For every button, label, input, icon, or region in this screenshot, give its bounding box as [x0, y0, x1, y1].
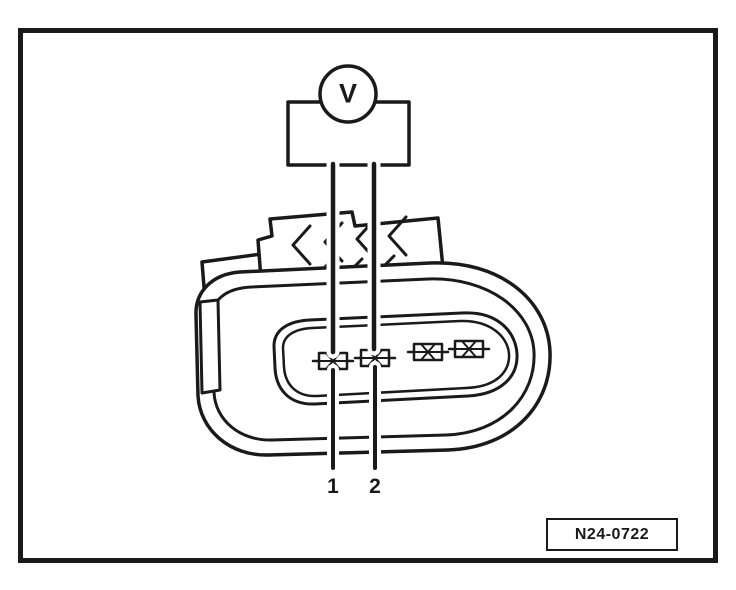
pin-label-2: 2	[369, 475, 381, 498]
pin-label-1: 1	[327, 475, 339, 498]
pin-3	[406, 342, 450, 362]
voltmeter-circle-icon	[318, 64, 378, 124]
reference-code-box: N24-0722	[546, 518, 678, 551]
connector-seal-inner	[281, 319, 511, 398]
reference-code: N24-0722	[574, 525, 650, 543]
pin-4	[447, 339, 491, 359]
voltmeter-label: V	[338, 78, 358, 109]
connector-side-slot	[198, 298, 222, 395]
